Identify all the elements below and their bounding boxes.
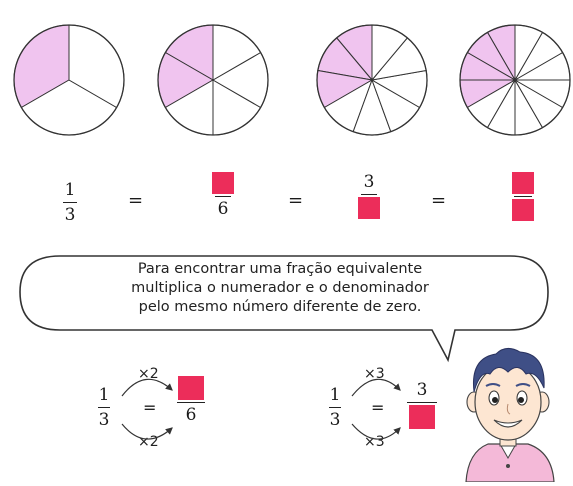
answer-box[interactable] xyxy=(358,197,380,219)
pie-outline xyxy=(157,24,269,136)
pie-twelfths xyxy=(459,24,571,136)
fraction-unknown-over-six: 6 xyxy=(210,172,236,219)
example-right-fraction: 1 3 xyxy=(329,385,341,430)
arrow-top-left xyxy=(121,378,173,397)
pie-outline xyxy=(13,24,125,136)
multiply-arrows xyxy=(121,378,401,440)
pie-ninths xyxy=(316,24,428,136)
fraction-three-over-unknown: 3 xyxy=(356,172,382,219)
speech-bubble xyxy=(19,255,549,363)
answer-box[interactable] xyxy=(512,199,534,221)
equals-sign: = xyxy=(128,190,144,211)
equals-sign: = xyxy=(143,398,157,417)
multiplier-top: ×3 xyxy=(364,366,385,382)
fraction-unknown-over-unknown xyxy=(508,172,538,221)
arrow-bottom-right xyxy=(351,423,401,440)
pie-outline xyxy=(459,24,571,136)
equals-sign: = xyxy=(288,190,304,211)
pie-sixths xyxy=(157,24,269,136)
equals-sign: = xyxy=(371,398,385,417)
equals-sign: = xyxy=(431,190,447,211)
arrow-bottom-left xyxy=(121,423,173,440)
example-right-result: 3 xyxy=(406,380,438,429)
arrow-top-right xyxy=(351,378,401,397)
answer-box[interactable] xyxy=(212,172,234,194)
speech-text: Para encontrar uma fração equivalente mu… xyxy=(131,261,429,315)
answer-box[interactable] xyxy=(409,405,435,429)
answer-box[interactable] xyxy=(178,376,204,400)
example-left-fraction: 1 3 xyxy=(98,385,110,430)
example-left-result: 6 xyxy=(176,376,206,425)
fraction-pies xyxy=(13,24,571,136)
pie-thirds xyxy=(13,24,125,136)
answer-box[interactable] xyxy=(512,172,534,194)
fraction-one-third: 1 3 xyxy=(63,180,77,225)
multiplier-top: ×2 xyxy=(138,366,159,382)
pie-outline xyxy=(316,24,428,136)
boy-illustration xyxy=(465,348,555,482)
